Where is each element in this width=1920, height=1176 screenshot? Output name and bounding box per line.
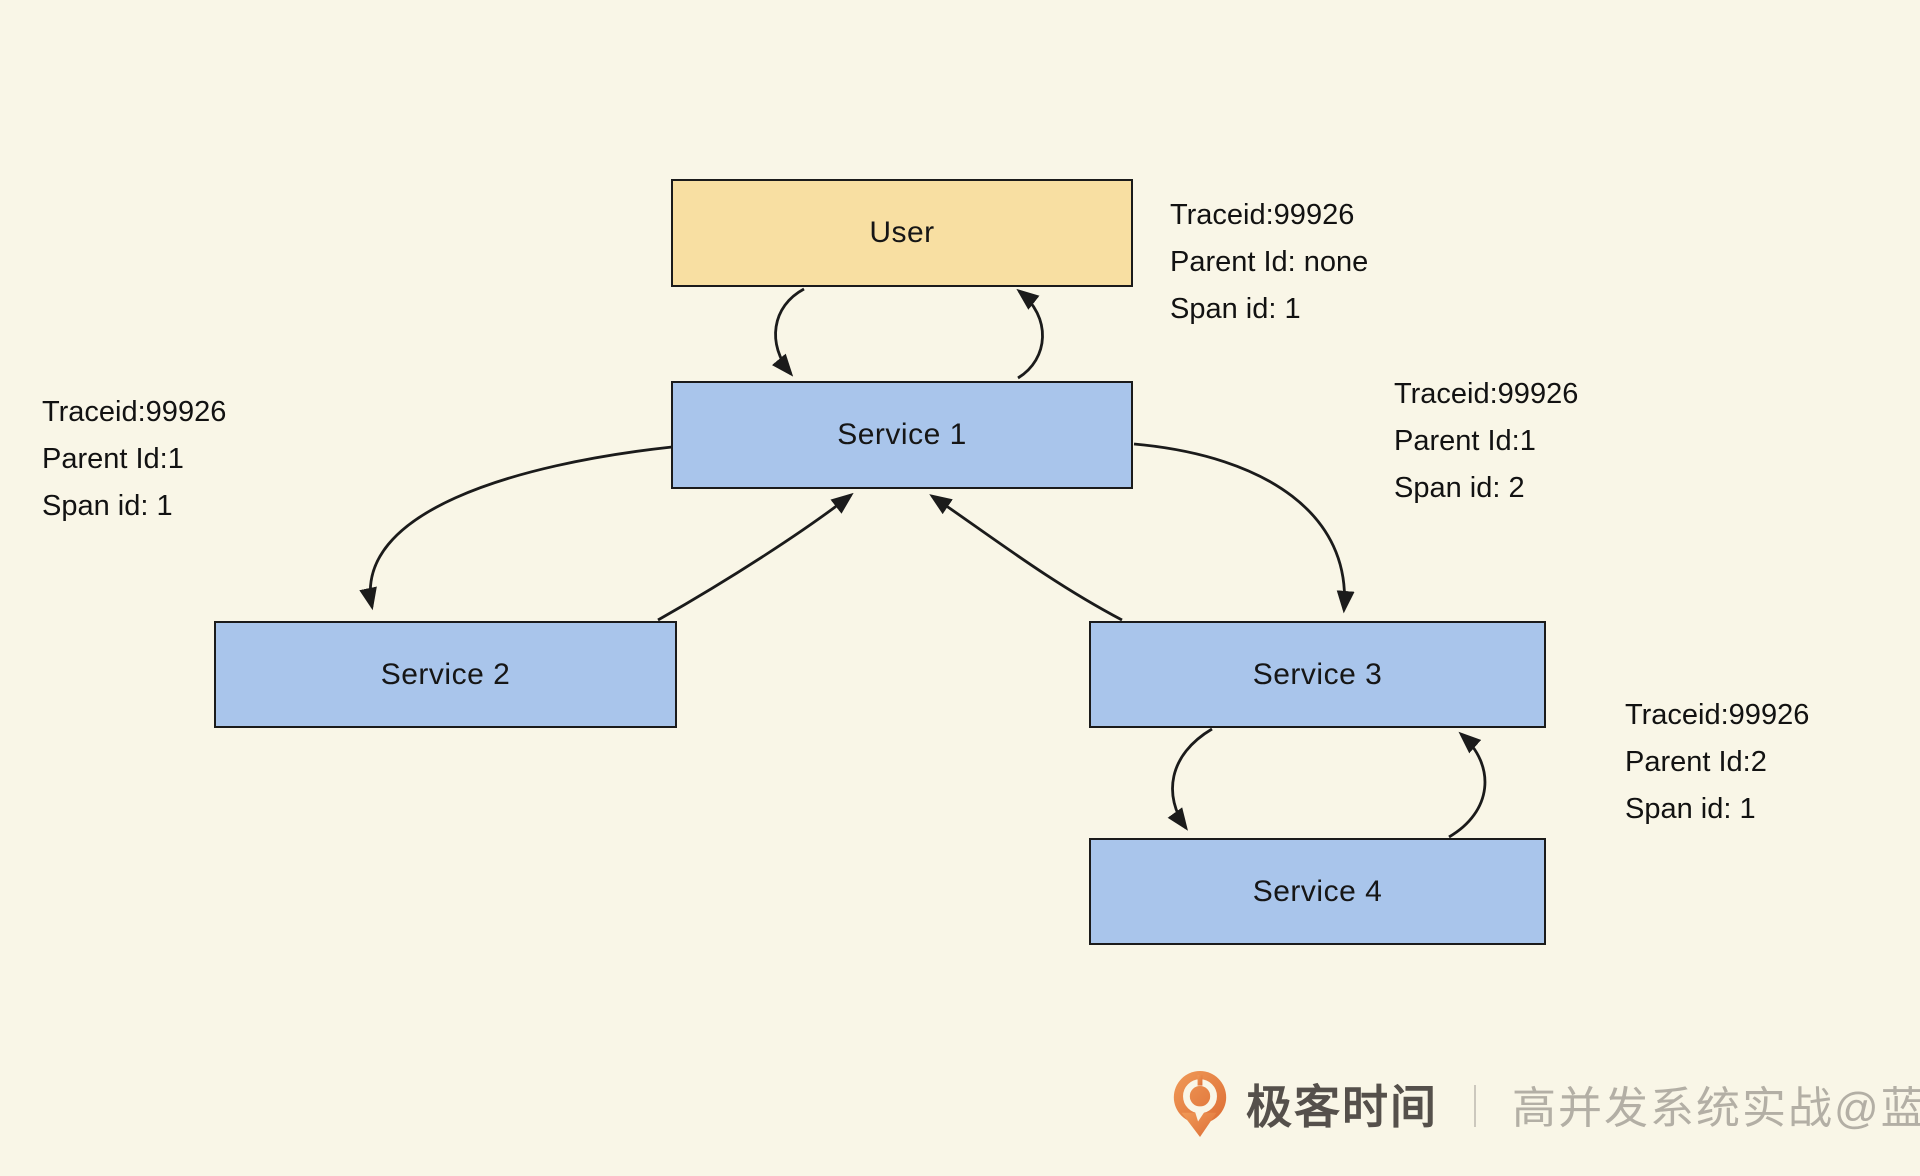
annotation-line: Parent Id:1 (42, 443, 184, 475)
geektime-logo-icon (1173, 1071, 1227, 1137)
annotation-trace-user: Traceid:99926 Parent Id: none Span id: 1 (1170, 192, 1368, 333)
node-service-1: Service 1 (671, 381, 1133, 489)
annotation-trace-service2: Traceid:99926 Parent Id:1 Span id: 1 (42, 389, 226, 530)
annotation-line: Parent Id: none (1170, 246, 1369, 278)
node-service-3-label: Service 3 (1252, 657, 1383, 691)
annotation-line: Parent Id:2 (1625, 746, 1767, 778)
edge-user-to-service1 (771, 287, 805, 377)
annotation-line: Traceid:99926 (1625, 699, 1810, 731)
node-service-2-label: Service 2 (380, 657, 511, 691)
edge-service1-to-user (1016, 288, 1044, 380)
edge-service4-to-service3 (1448, 731, 1487, 839)
annotation-line: Traceid:99926 (1394, 378, 1579, 410)
annotation-line: Span id: 2 (1394, 472, 1525, 504)
annotation-line: Traceid:99926 (42, 396, 227, 428)
annotation-line: Span id: 1 (42, 490, 173, 522)
node-user: User (671, 179, 1133, 287)
watermark-credit-text: 高并发系统实战@蓝天 (1512, 1084, 1920, 1133)
watermark-brand-text: 极客时间 (1246, 1081, 1438, 1133)
watermark-separator: ｜ (1454, 1083, 1497, 1131)
node-service-4: Service 4 (1089, 838, 1546, 945)
node-service-3: Service 3 (1089, 621, 1546, 728)
annotation-line: Parent Id:1 (1394, 425, 1536, 457)
annotation-line: Span id: 1 (1625, 793, 1756, 825)
annotation-trace-service4: Traceid:99926 Parent Id:2 Span id: 1 (1625, 692, 1809, 833)
node-service-2: Service 2 (214, 621, 677, 728)
edge-service3-to-service4 (1167, 727, 1213, 831)
edge-service3-to-service1 (929, 494, 1123, 622)
edge-service2-to-service1 (657, 492, 854, 622)
annotation-line: Span id: 1 (1170, 293, 1301, 325)
node-service-4-label: Service 4 (1252, 874, 1383, 908)
annotation-trace-service3: Traceid:99926 Parent Id:1 Span id: 2 (1394, 371, 1578, 512)
node-service-1-label: Service 1 (837, 418, 967, 451)
edge-service1-to-service3 (1133, 442, 1355, 614)
node-user-label: User (869, 216, 935, 249)
watermark: 极客时间 ｜ 高并发系统实战@蓝天 (1168, 1068, 1920, 1140)
annotation-line: Traceid:99926 (1170, 199, 1355, 231)
edge-service1-to-service2 (359, 445, 673, 611)
